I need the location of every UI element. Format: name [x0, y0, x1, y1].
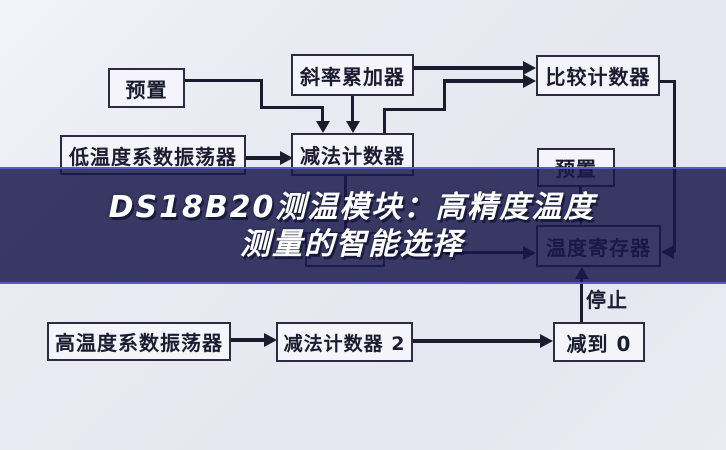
connector-line [260, 106, 324, 109]
connector-line [443, 79, 523, 83]
box-compare-counter: 比较计数器 [536, 55, 660, 96]
arrowhead-right-icon [264, 333, 277, 347]
banner-title-line-1: DS18B20测温模块：高精度温度 [108, 189, 596, 225]
connector-line [443, 81, 446, 111]
connector-line [246, 156, 280, 160]
connector-line [185, 79, 262, 82]
banner-title-line-2: 测量的智能选择 [240, 226, 464, 262]
connector-line [383, 108, 446, 111]
arrowhead-right-icon [523, 61, 536, 75]
box-reach-zero: 减到 0 [553, 322, 645, 362]
connector-line [413, 339, 540, 343]
arrowhead-right-icon [523, 74, 536, 88]
box-subtract-counter-2: 减法计数器 2 [276, 322, 413, 362]
arrowhead-right-icon [280, 151, 293, 165]
connector-line [580, 278, 583, 322]
connector-line [351, 96, 354, 122]
connector-line [673, 80, 676, 252]
box-preset-top-left: 预置 [108, 68, 185, 108]
connector-line [321, 106, 324, 122]
connector-line [260, 79, 263, 109]
connector-line [231, 338, 264, 342]
box-high-temp-coeff-oscillator: 高温度系数振荡器 [47, 322, 231, 361]
box-slope-accumulator: 斜率累加器 [291, 54, 414, 96]
arrowhead-down-icon [346, 121, 360, 133]
title-banner: DS18B20测温模块：高精度温度 测量的智能选择 [0, 167, 726, 284]
arrowhead-right-icon [540, 334, 553, 348]
connector-line [414, 66, 523, 70]
stop-edge-label: 停止 [586, 288, 628, 312]
connector-line [383, 109, 386, 133]
connector-line [660, 80, 676, 83]
arrowhead-down-icon [316, 121, 330, 133]
